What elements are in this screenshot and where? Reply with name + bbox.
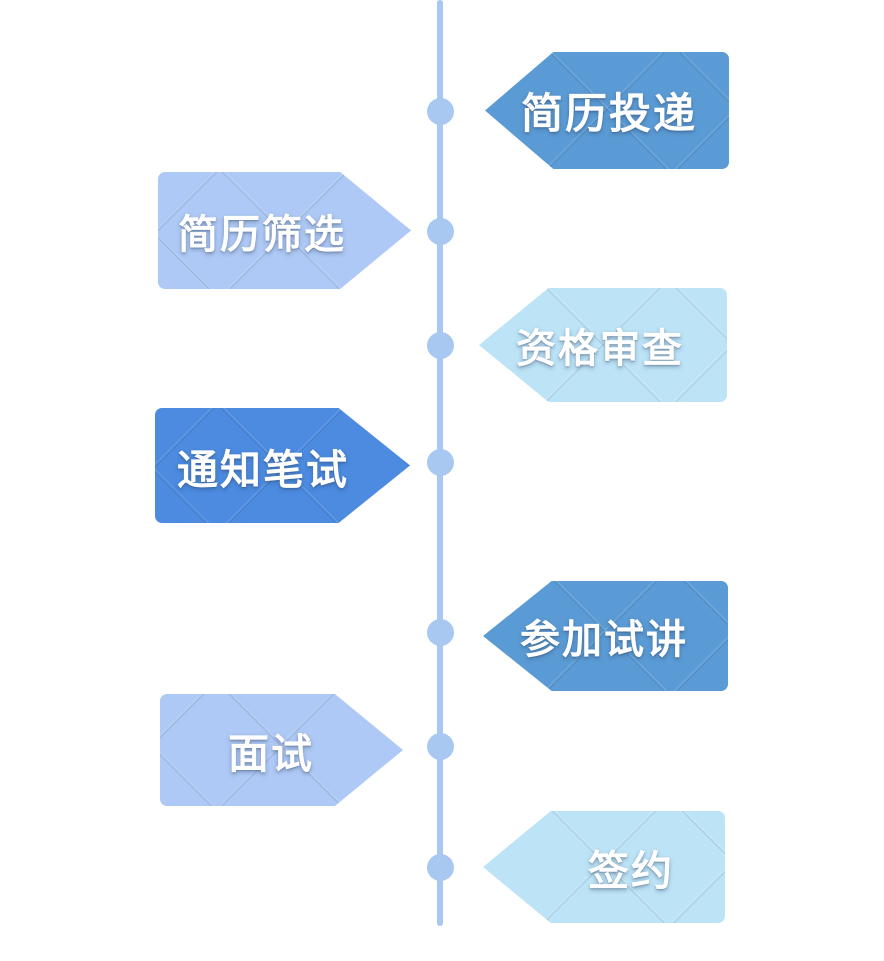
step-label-2: 简历筛选: [178, 211, 346, 258]
timeline-dot-6: [426, 732, 454, 760]
timeline-dot-2: [426, 217, 454, 245]
process-step-4[interactable]: 通知笔试: [155, 408, 410, 523]
step-label-1: 简历投递: [521, 89, 698, 138]
timeline-dot-4: [426, 448, 454, 476]
step-label-4: 通知笔试: [177, 445, 349, 494]
step-label-6: 面试: [228, 730, 314, 778]
process-step-5[interactable]: 参加试讲: [483, 581, 728, 691]
timeline-dot-3: [426, 331, 454, 359]
process-step-3[interactable]: 资格审查: [479, 288, 727, 402]
step-label-3: 资格审查: [516, 326, 684, 372]
step-label-5: 参加试讲: [520, 617, 688, 663]
timeline-dot-5: [426, 618, 454, 646]
process-step-7[interactable]: 签约: [483, 811, 725, 923]
process-step-1[interactable]: 简历投递: [485, 52, 729, 169]
process-step-2[interactable]: 简历筛选: [158, 172, 411, 289]
step-label-7: 签约: [588, 847, 674, 895]
timeline-dot-7: [426, 853, 454, 881]
timeline-dot-1: [426, 97, 454, 125]
process-step-6[interactable]: 面试: [160, 694, 403, 806]
